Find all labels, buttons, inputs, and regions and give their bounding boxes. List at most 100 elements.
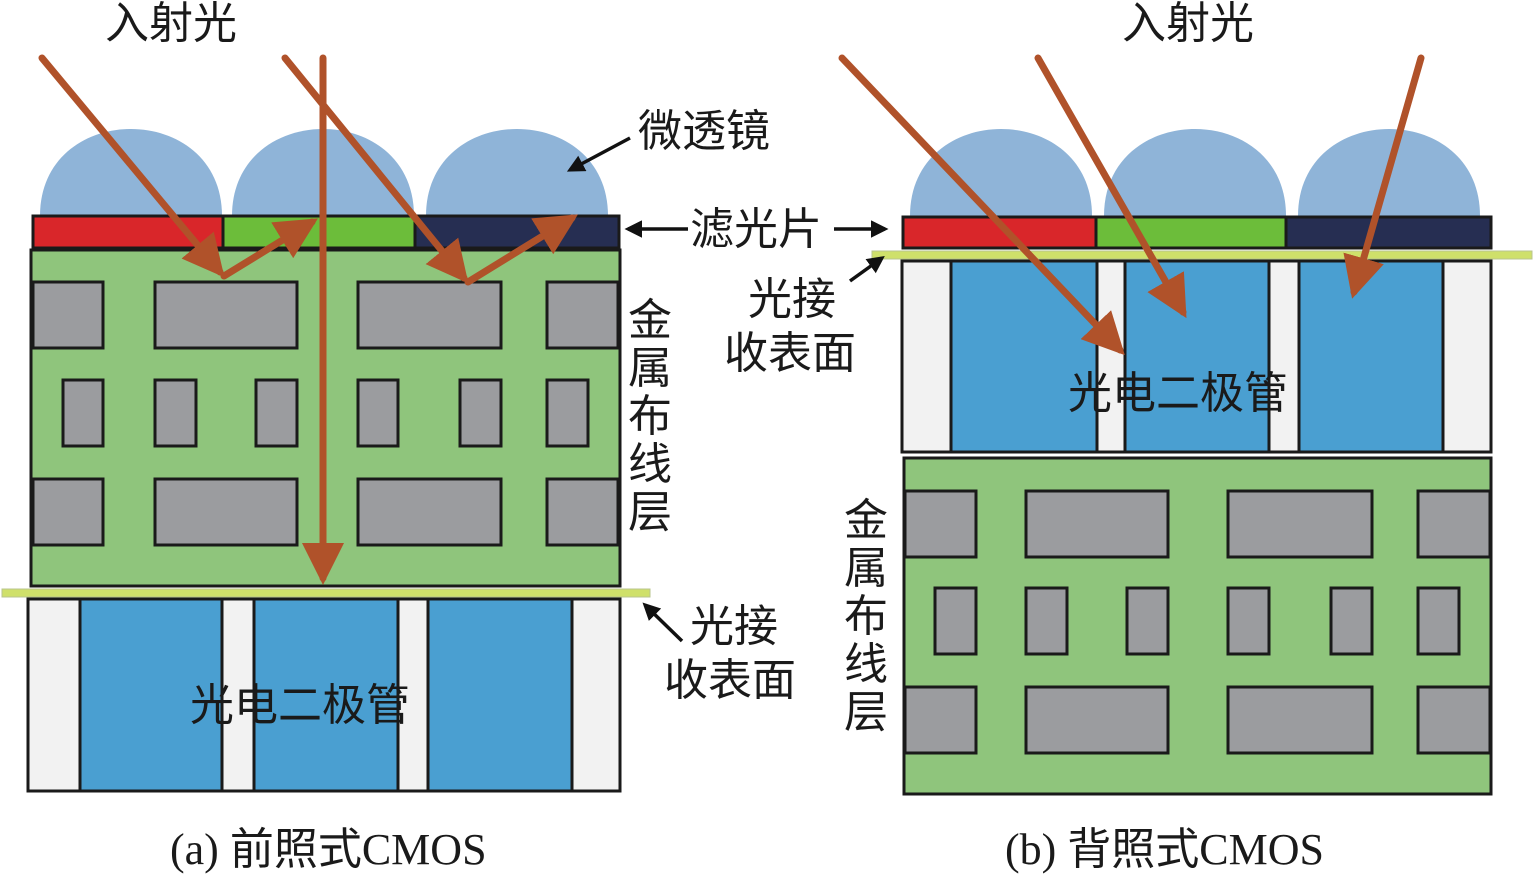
metal-block	[31, 477, 105, 547]
isolation-region	[1267, 259, 1301, 454]
isolation-region	[900, 259, 953, 454]
photodiode-layer	[26, 597, 622, 793]
metal-layer-label: 金 属 布 线 层	[628, 295, 672, 538]
metal-layer-char: 层	[844, 687, 888, 738]
photodiode	[78, 597, 224, 793]
isolation-region	[396, 597, 430, 793]
metal-layer-char: 层	[628, 487, 672, 538]
filter-label: 滤光片	[690, 204, 822, 255]
metal-block	[356, 378, 400, 448]
metal-block	[1416, 586, 1461, 656]
isolation-region	[1095, 259, 1127, 454]
metal-block	[356, 280, 503, 350]
metal-block	[545, 378, 590, 448]
metal-layer-char: 布	[628, 391, 672, 442]
figure-b-back-illuminated: 入射光 光接 收表面 光电二极管 金 属 布 线 层 (b) 背照式CMOS	[724, 0, 1533, 874]
photodiode	[426, 597, 574, 793]
receiving-surface-label-line2: 收表面	[724, 328, 856, 379]
microlens	[1104, 129, 1286, 216]
surface-pointer	[848, 255, 885, 283]
color-filter	[901, 215, 1493, 250]
incident-ray	[1034, 54, 1187, 319]
metal-layer-background	[902, 456, 1493, 796]
metal-block	[1416, 685, 1492, 755]
metal-layer-char: 金	[628, 295, 672, 346]
photodiode-layer	[900, 259, 1493, 454]
metal-block	[61, 378, 105, 448]
photodiode-label: 光电二极管	[1068, 368, 1288, 419]
pointer-arrows	[566, 136, 688, 643]
metal-block	[31, 280, 105, 350]
incident-ray	[281, 54, 469, 284]
isolation-region	[220, 597, 256, 793]
metal-layer-char: 布	[844, 591, 888, 642]
metal-blocks	[31, 280, 620, 547]
microlens	[910, 129, 1092, 216]
microlens	[426, 129, 608, 216]
pointer-arrows	[834, 220, 889, 283]
incident-ray	[838, 54, 1125, 356]
metal-block	[933, 586, 978, 656]
isolation-region	[570, 597, 622, 793]
filter-green	[1094, 215, 1288, 250]
isolation-region	[26, 597, 82, 793]
light-rays	[38, 54, 578, 585]
microlens	[40, 129, 222, 216]
metal-block	[1226, 489, 1374, 559]
photodiode	[1123, 259, 1271, 454]
metal-block	[153, 477, 299, 547]
figure-a-front-illuminated: 入射光 微透镜 滤光片 金 属 布 线 层 光接 收表面 光电二极管 (a) 前…	[1, 0, 822, 874]
light-rays	[838, 54, 1425, 356]
filter-blue	[1284, 215, 1493, 250]
light-receiving-surface	[1, 588, 651, 598]
surface-pointer	[642, 602, 684, 643]
incident-ray	[38, 54, 225, 278]
metal-block	[545, 280, 620, 350]
metal-block	[356, 477, 503, 547]
metal-block	[545, 477, 620, 547]
figure-b-caption: (b) 背照式CMOS	[1005, 825, 1324, 874]
microlens-label: 微透镜	[638, 106, 770, 157]
metal-layer-char: 金	[844, 495, 888, 546]
metal-layer-char: 属	[628, 343, 672, 394]
metal-wiring-layer	[902, 456, 1493, 796]
metal-block	[1329, 586, 1374, 656]
filter-green	[221, 214, 417, 250]
metal-block	[1024, 685, 1170, 755]
reflected-ray	[220, 218, 318, 280]
metal-block	[1024, 586, 1069, 656]
metal-layer-char: 线	[628, 439, 672, 490]
light-receiving-surface	[871, 250, 1533, 260]
metal-layer-char: 线	[844, 639, 888, 690]
figure-a-caption: (a) 前照式CMOS	[170, 825, 487, 874]
incident-ray	[1343, 54, 1425, 299]
photodiode	[949, 259, 1099, 454]
reflected-ray	[464, 214, 578, 286]
receiving-surface-label-line1: 光接	[690, 601, 778, 652]
metal-layer-char: 属	[844, 543, 888, 594]
metal-block	[903, 489, 978, 559]
microlens-pointer	[566, 136, 631, 172]
isolation-region	[1441, 259, 1493, 454]
metal-block	[254, 378, 299, 448]
photodiode	[1297, 259, 1445, 454]
receiving-surface-label-line1: 光接	[748, 274, 836, 325]
incident-light-label: 入射光	[1122, 0, 1254, 49]
metal-block	[1226, 685, 1374, 755]
metal-block	[1125, 586, 1170, 656]
metal-layer-label: 金 属 布 线 层	[844, 495, 888, 738]
metal-block	[153, 280, 299, 350]
metal-block	[153, 378, 198, 448]
metal-block	[1024, 489, 1170, 559]
receiving-surface-label-line2: 收表面	[664, 655, 796, 706]
metal-block	[1226, 586, 1271, 656]
incident-light-label: 入射光	[105, 0, 237, 49]
photodiode-label: 光电二极管	[190, 680, 410, 731]
metal-block	[1416, 489, 1492, 559]
metal-blocks	[903, 489, 1492, 755]
photodiode	[252, 597, 400, 793]
filter-blue	[413, 214, 621, 250]
metal-block	[903, 685, 978, 755]
metal-block	[458, 378, 503, 448]
